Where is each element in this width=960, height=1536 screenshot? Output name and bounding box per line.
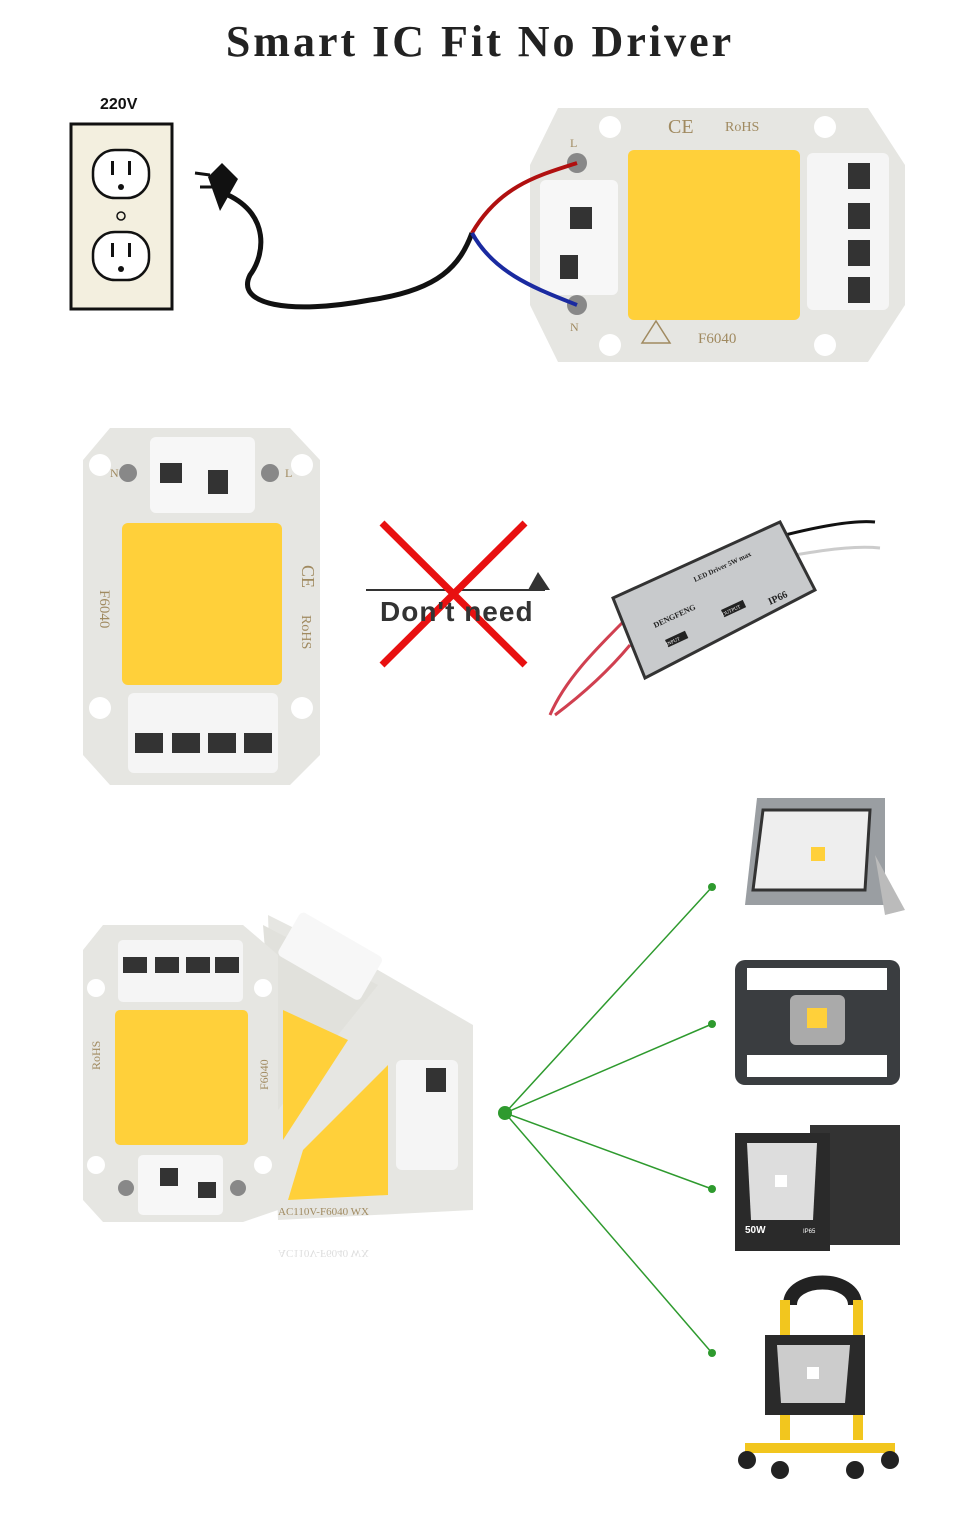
page-title: Smart IC Fit No Driver <box>225 17 735 66</box>
ce-mark: CE <box>298 565 318 588</box>
lamp-power-label: 50W <box>745 1225 766 1236</box>
voltage-label: 220V <box>100 96 138 113</box>
led-driver: DENGFENG LED Driver 5W max IP66 INPUT OU… <box>548 520 881 717</box>
dont-need-label: Don't need <box>380 596 534 627</box>
rohs-mark: RoHS <box>89 1041 103 1070</box>
cob-chips-stacked: RoHS F6040 AC110V-F6040 WX AC110V-F6040 … <box>83 912 473 1259</box>
model-label: F6040 <box>257 1059 271 1090</box>
plug-icon <box>194 163 238 211</box>
floodlight-heatsink <box>735 960 900 1085</box>
pin-l-label: L <box>285 466 292 480</box>
cob-chip-horizontal: CE RoHS F6040 L N <box>470 108 905 362</box>
connector-lines <box>498 883 716 1357</box>
socket-bottom <box>91 230 151 282</box>
ic-block <box>540 180 618 295</box>
warning-icon <box>640 319 672 344</box>
portable-work-light <box>738 1275 899 1479</box>
no-driver-cross <box>366 520 550 668</box>
driver-input: INPUT <box>666 637 681 648</box>
socket-top <box>91 148 151 200</box>
model-label: F6040 <box>698 331 736 347</box>
pin-l-label: L <box>570 136 577 150</box>
chip-print-text: AC110V-F6040 WX <box>278 1206 369 1218</box>
ce-mark: CE <box>668 116 694 138</box>
pin-n-label: N <box>110 466 119 480</box>
outlet-and-plug <box>69 122 475 311</box>
rectifier-block <box>807 153 889 310</box>
live-wire <box>470 161 578 235</box>
led-array <box>628 150 800 320</box>
lamp-rating-label: IP65 <box>803 1229 816 1235</box>
cob-chip-vertical: N L F6040 RoHS CE <box>83 428 320 785</box>
rohs-mark: RoHS <box>725 120 759 135</box>
screw-icon <box>116 211 126 221</box>
neutral-wire <box>470 232 578 307</box>
lamp-applications: 50W IP65 <box>735 798 905 1479</box>
floodlight-silver <box>745 798 905 915</box>
pin-n-label: N <box>570 320 579 334</box>
model-label: F6040 <box>96 590 112 628</box>
floodlight-black: 50W IP65 <box>735 1125 900 1251</box>
power-cord <box>226 192 475 310</box>
rohs-mark: RoHS <box>298 615 313 649</box>
chip-reflection: AC110V-F6040 WX <box>278 1247 369 1259</box>
triangle-icon <box>528 572 550 590</box>
